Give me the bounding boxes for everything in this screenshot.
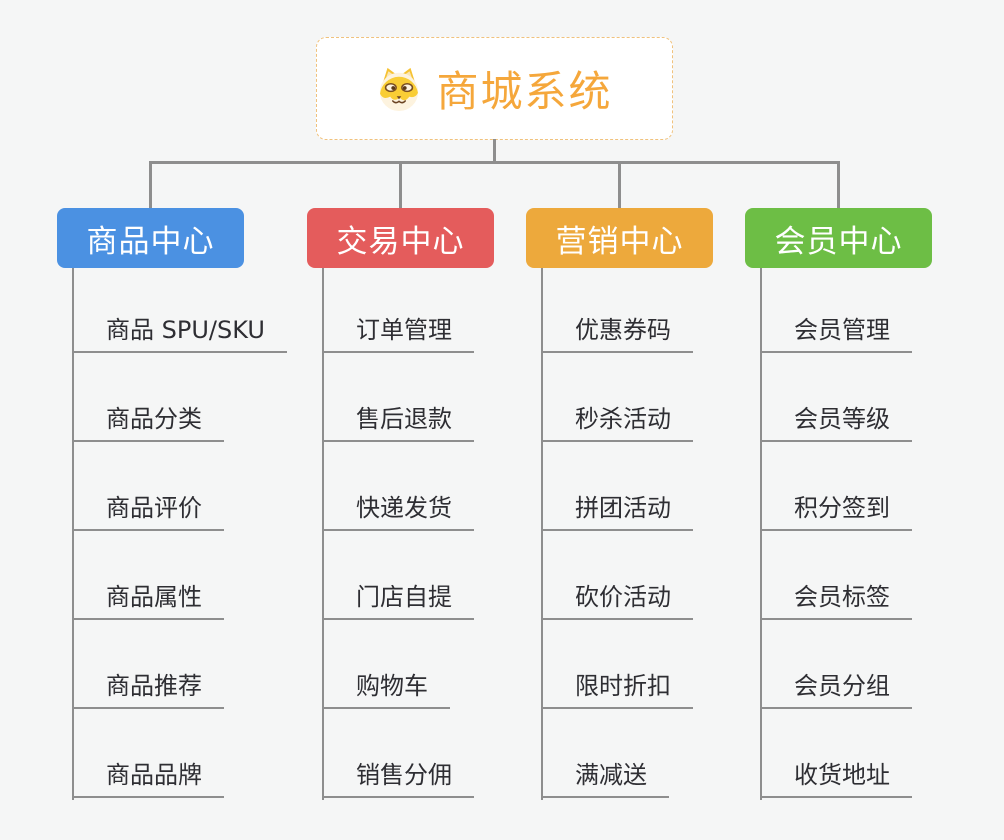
dog-face-icon bbox=[380, 67, 419, 111]
leaf-node[interactable]: 商品属性 bbox=[72, 582, 224, 620]
branch-column-marketing: 优惠券码 秒杀活动 拼团活动 砍价活动 限时折扣 满减送 bbox=[541, 0, 693, 840]
connector-drop-member bbox=[837, 161, 840, 209]
leaf-node[interactable]: 优惠券码 bbox=[541, 315, 693, 353]
root-title: 商城系统 bbox=[436, 67, 613, 116]
leaf-node[interactable]: 会员分组 bbox=[760, 671, 912, 709]
leaf-node[interactable]: 销售分佣 bbox=[322, 760, 474, 798]
connector-spine bbox=[760, 268, 762, 800]
leaf-node[interactable]: 会员管理 bbox=[760, 315, 912, 353]
leaf-node[interactable]: 门店自提 bbox=[322, 582, 474, 620]
leaf-node[interactable]: 收货地址 bbox=[760, 760, 912, 798]
leaf-node[interactable]: 商品 SPU/SKU bbox=[72, 315, 287, 353]
branch-node-product[interactable]: 商品中心 bbox=[57, 208, 244, 268]
root-node[interactable]: 商城系统 bbox=[316, 37, 673, 140]
branch-node-marketing[interactable]: 营销中心 bbox=[526, 208, 713, 268]
leaf-node[interactable]: 会员等级 bbox=[760, 404, 912, 442]
leaf-node[interactable]: 秒杀活动 bbox=[541, 404, 693, 442]
leaf-node[interactable]: 拼团活动 bbox=[541, 493, 693, 531]
connector-spine bbox=[322, 268, 324, 800]
leaf-node[interactable]: 满减送 bbox=[541, 760, 669, 798]
connector-rail bbox=[149, 161, 840, 164]
leaf-node[interactable]: 限时折扣 bbox=[541, 671, 693, 709]
leaf-node[interactable]: 商品评价 bbox=[72, 493, 224, 531]
branch-node-trade[interactable]: 交易中心 bbox=[307, 208, 494, 268]
leaf-node[interactable]: 商品推荐 bbox=[72, 671, 224, 709]
leaf-node[interactable]: 购物车 bbox=[322, 671, 450, 709]
leaf-node[interactable]: 商品分类 bbox=[72, 404, 224, 442]
leaf-node[interactable]: 商品品牌 bbox=[72, 760, 224, 798]
connector-drop-trade bbox=[399, 161, 402, 209]
branch-column-product: 商品 SPU/SKU 商品分类 商品评价 商品属性 商品推荐 商品品牌 bbox=[72, 0, 287, 840]
branch-column-member: 会员管理 会员等级 积分签到 会员标签 会员分组 收货地址 bbox=[760, 0, 912, 840]
leaf-node[interactable]: 快递发货 bbox=[322, 493, 474, 531]
connector-drop-marketing bbox=[618, 161, 621, 209]
connector-spine bbox=[72, 268, 74, 800]
branch-node-member[interactable]: 会员中心 bbox=[745, 208, 932, 268]
leaf-node[interactable]: 砍价活动 bbox=[541, 582, 693, 620]
leaf-node[interactable]: 积分签到 bbox=[760, 493, 912, 531]
connector-spine bbox=[541, 268, 543, 800]
connector-drop-product bbox=[149, 161, 152, 209]
leaf-node[interactable]: 售后退款 bbox=[322, 404, 474, 442]
branch-column-trade: 订单管理 售后退款 快递发货 门店自提 购物车 销售分佣 bbox=[322, 0, 474, 840]
connector-root-stem bbox=[493, 139, 496, 164]
leaf-node[interactable]: 会员标签 bbox=[760, 582, 912, 620]
leaf-node[interactable]: 订单管理 bbox=[322, 315, 474, 353]
